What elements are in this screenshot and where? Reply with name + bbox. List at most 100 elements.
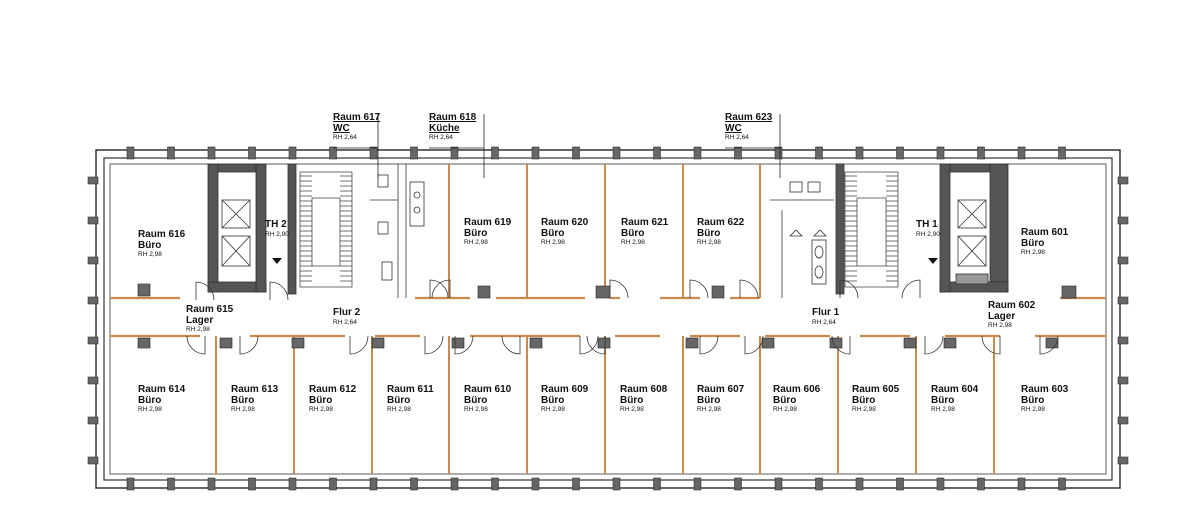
door-swing [501, 335, 521, 355]
room-label-flur1: Flur 1 RH 2,64 [812, 307, 839, 326]
room-label-619: Raum 619 Büro RH 2,98 [464, 217, 511, 247]
room-type: Büro [464, 227, 488, 239]
room-height: RH 2,98 [697, 239, 721, 246]
column-bottom [653, 477, 661, 491]
column-bottom [1017, 477, 1026, 491]
column-bottom [288, 477, 297, 491]
door-swings [186, 279, 1059, 355]
room-type: Büro [931, 394, 955, 406]
door-swing [424, 335, 444, 355]
core-walls [207, 163, 1009, 295]
room-number: Flur 2 [333, 307, 361, 318]
room-label-609: Raum 609 Büro RH 2,98 [541, 384, 588, 414]
pilaster-right [1117, 456, 1129, 465]
corridor-units [137, 283, 1077, 349]
room-number: TH 2 [265, 219, 287, 230]
door-swing [269, 281, 289, 301]
column-bottom [815, 477, 823, 491]
room-number: Raum 610 [464, 384, 512, 395]
room-number: Raum 621 [621, 217, 669, 228]
room-label-604: Raum 604 Büro RH 2,98 [931, 384, 978, 414]
door-swing [924, 335, 944, 355]
room-number: Raum 613 [231, 384, 279, 395]
door-swing [901, 279, 921, 299]
room-height: RH 2,98 [1021, 249, 1045, 256]
column-top [167, 146, 175, 160]
room-number: Raum 607 [697, 384, 745, 395]
stair-outline [299, 171, 353, 288]
column-top [855, 146, 864, 160]
room-height: RH 2,98 [773, 406, 797, 413]
room-type: Büro [852, 394, 876, 406]
pilaster-left [87, 176, 99, 185]
room-label-601: Raum 601 Büro RH 2,98 [1021, 227, 1069, 257]
column-top [329, 146, 337, 160]
door-swing [609, 279, 629, 299]
column-top [612, 146, 621, 160]
pilaster-right [1117, 256, 1129, 265]
room-height: RH 2,98 [138, 406, 162, 413]
room-number: Raum 603 [1021, 384, 1069, 395]
room-number: Raum 611 [387, 384, 434, 395]
column-top [207, 146, 216, 160]
column-bottom [572, 477, 580, 491]
column-bottom [734, 477, 742, 491]
room-type: Büro [697, 227, 721, 239]
room-height: RH 2,98 [697, 406, 721, 413]
room-label-614: Raum 614 Büro RH 2,98 [138, 384, 185, 414]
room-label-621: Raum 621 Büro RH 2,98 [621, 217, 669, 247]
room-type: WC [333, 122, 350, 134]
room-number: TH 1 [916, 219, 938, 230]
room-type: WC [725, 122, 742, 134]
column-top [1017, 146, 1026, 160]
column-bottom [855, 477, 864, 491]
room-type: Büro [138, 239, 162, 251]
pilaster-left [87, 216, 99, 225]
column-bottom [774, 477, 783, 491]
room-height: RH 2,90 [916, 230, 940, 238]
column-bottom [207, 477, 216, 491]
facade-columns [126, 146, 1066, 491]
door-swing [744, 335, 764, 355]
room-number: Raum 608 [620, 384, 668, 395]
room-label-611: Raum 611 Büro RH 2,98 [387, 384, 434, 414]
room-label-607: Raum 607 Büro RH 2,98 [697, 384, 745, 414]
door-swing [349, 335, 369, 355]
room-height: RH 2,64 [725, 134, 749, 141]
room-number: Raum 623 [725, 112, 773, 123]
room-number: Raum 617 [333, 112, 381, 123]
room-number: Raum 601 [1021, 227, 1069, 238]
pilaster-right [1117, 376, 1129, 385]
column-top [734, 146, 742, 160]
room-type: Büro [541, 394, 565, 406]
partition-walls [215, 164, 995, 474]
room-number: Raum 622 [697, 217, 745, 228]
door-swing [454, 335, 474, 355]
door-swing [1039, 335, 1059, 355]
room-type: Büro [697, 394, 721, 406]
room-number: Raum 605 [852, 384, 900, 395]
pilaster-left [87, 376, 99, 385]
room-height: RH 2,64 [429, 134, 453, 141]
column-top [693, 146, 702, 160]
room-height: RH 2,64 [333, 134, 357, 141]
room-type: Büro [1021, 394, 1045, 406]
door-swing [699, 335, 719, 355]
room-height: RH 2,98 [621, 239, 645, 246]
column-bottom [491, 477, 499, 491]
column-top [450, 146, 459, 160]
column-top [977, 146, 985, 160]
column-bottom [977, 477, 985, 491]
door-swing [186, 335, 206, 355]
room-label-617: Raum 617 WC RH 2,64 [333, 112, 381, 142]
room-label-616: Raum 616 Büro RH 2,98 [138, 229, 185, 259]
room-number: Raum 606 [773, 384, 821, 395]
room-height: RH 2,90 [265, 230, 289, 238]
column-bottom [1058, 477, 1066, 491]
pilaster-left [87, 256, 99, 265]
room-label-605: Raum 605 Büro RH 2,98 [852, 384, 900, 414]
column-top [248, 146, 256, 160]
room-height: RH 2,98 [1021, 406, 1045, 413]
room-type: Büro [387, 394, 411, 406]
